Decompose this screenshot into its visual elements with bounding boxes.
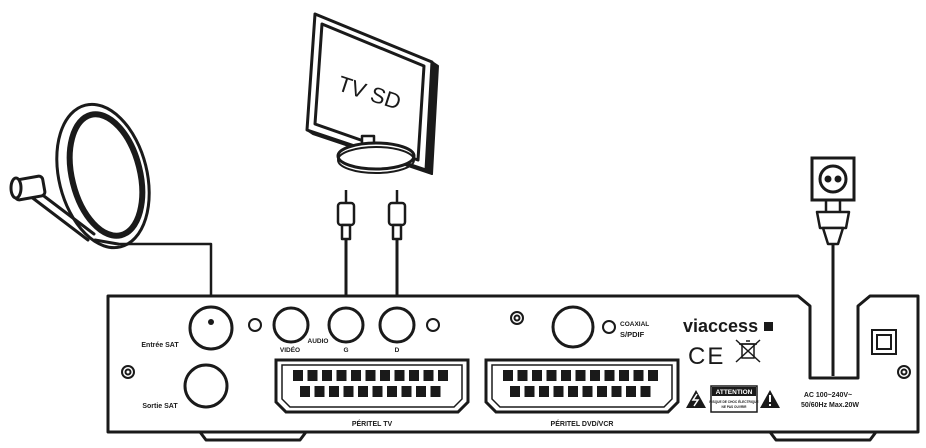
scart-connector-icon [484,358,680,414]
scart-pin [336,370,347,381]
audio-left-label: G [343,347,348,354]
scart-pin [568,386,578,397]
attention-label: ATTENTION [716,389,753,396]
scart-pin [416,386,426,397]
scart-pin [293,370,303,381]
panel-hole [602,320,616,334]
scart-pin [517,370,528,381]
scart-pin [343,386,354,397]
video-label: VIDÉO [280,345,300,354]
scart-pin [626,386,636,397]
attention-text-line2: NE PAS OUVRIR [722,405,748,409]
scart-pin [553,386,564,397]
scart-tv-label: PÉRITEL TV [352,419,393,428]
scart-pin [438,370,448,381]
scart-connector-icon [274,358,470,414]
scart-pin [307,370,318,381]
scart-pin [524,386,535,397]
scart-pin [430,386,441,397]
crossed-bin-icon [735,339,761,363]
power-switch-icon [871,329,897,355]
power-socket-icon [810,156,856,202]
brand-logo: viaccess [683,316,758,336]
attention-header [712,387,756,396]
tv-icon [305,12,439,175]
panel-hole [248,318,262,332]
scart-pin [394,370,405,381]
brand-square [764,322,773,331]
scart-pin [640,386,651,397]
scart-pin [300,386,310,397]
warning-triangle-icon [686,390,706,408]
sat-out-connector [183,363,229,409]
audio-right-label: D [395,347,400,354]
power-rating-line1: AC 100~240V~ [804,392,852,399]
panel-screw [897,365,911,379]
warning-triangle-icon [760,390,780,408]
audio-right-socket [378,306,416,344]
attention-text-line1: RISQUE DE CHOC ÉLECTRIQUE [709,399,758,404]
scart-pin [372,386,383,397]
scart-pin [575,370,586,381]
scart-pin [322,370,332,381]
scart-pin [510,386,520,397]
coaxial-socket [551,305,595,349]
scart-pin [314,386,325,397]
satellite-dish-icon [9,102,213,324]
scart-pin [539,386,549,397]
rca-plug-icon [336,190,356,318]
scart-pin [329,386,339,397]
scart-pin [546,370,557,381]
panel-screw [121,365,135,379]
ce-mark: CE [688,343,725,370]
scart-pin [590,370,600,381]
scart-pin [619,370,629,381]
scart-dvd-label: PÉRITEL DVD/VCR [551,419,614,428]
scart-pin [351,370,361,381]
panel-hole [426,318,440,332]
sat-out-label: Sortie SAT [142,403,178,410]
scart-pin [387,386,397,397]
scart-pin [423,370,434,381]
scart-pin [611,386,622,397]
audio-label: AUDIO [308,338,329,345]
audio-left-socket [327,306,365,344]
coaxial-label-line1: COAXIAL [620,321,649,328]
scart-pin [633,370,644,381]
scart-pin [365,370,376,381]
sat-in-connector-pin [208,319,214,325]
scart-pin [582,386,593,397]
sat-in-label: Entrée SAT [141,342,179,349]
scart-pin [597,386,607,397]
scart-pin [401,386,412,397]
panel-screw [510,311,524,325]
scart-pin [409,370,419,381]
coaxial-label-line2: S/PDIF [620,330,645,339]
scart-pin [503,370,513,381]
scart-pin [561,370,571,381]
scart-pin [532,370,542,381]
scart-pin [648,370,658,381]
scart-pin [380,370,390,381]
sat-in-connector [188,305,234,351]
video-out-socket [272,306,310,344]
scart-pin [358,386,368,397]
power-rating-line2: 50/60Hz Max.20W [801,402,859,409]
scart-pin [604,370,615,381]
